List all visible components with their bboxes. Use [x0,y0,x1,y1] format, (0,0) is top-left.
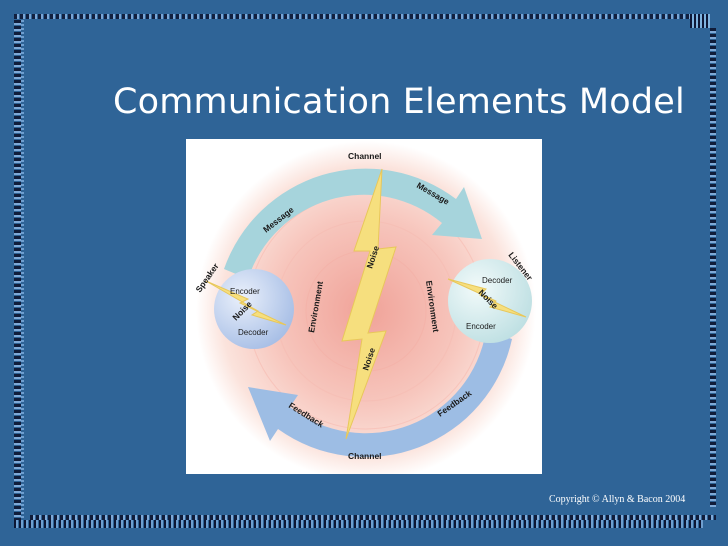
communication-diagram: Channel Channel Message Message Feedback… [186,139,542,474]
noise-lightning-center [341,168,397,440]
channel-top-label: Channel [348,151,382,161]
speaker-encoder-label: Encoder [230,287,260,296]
border-corner-top-right [690,14,710,28]
listener-encoder-label: Encoder [466,322,496,331]
slide-title: Communication Elements Model [113,82,685,122]
copyright-text: Copyright © Allyn & Bacon 2004 [549,494,686,505]
channel-bottom-label: Channel [348,451,382,461]
listener-decoder-label: Decoder [482,276,513,285]
listener-circle [448,259,532,343]
diagram-svg: Channel Channel Message Message Feedback… [193,141,536,474]
border-top [14,14,704,19]
message-arrow [224,168,482,279]
border-bottom-outer [14,520,704,528]
speaker-decoder-label: Decoder [238,328,269,337]
noise-lightning-listener [447,278,527,318]
border-left [14,20,21,520]
border-bottom [30,515,716,520]
border-right [710,28,716,508]
border-left-inner [21,20,24,520]
noise-lightning-speaker [205,280,287,326]
feedback-arrow [248,331,512,458]
